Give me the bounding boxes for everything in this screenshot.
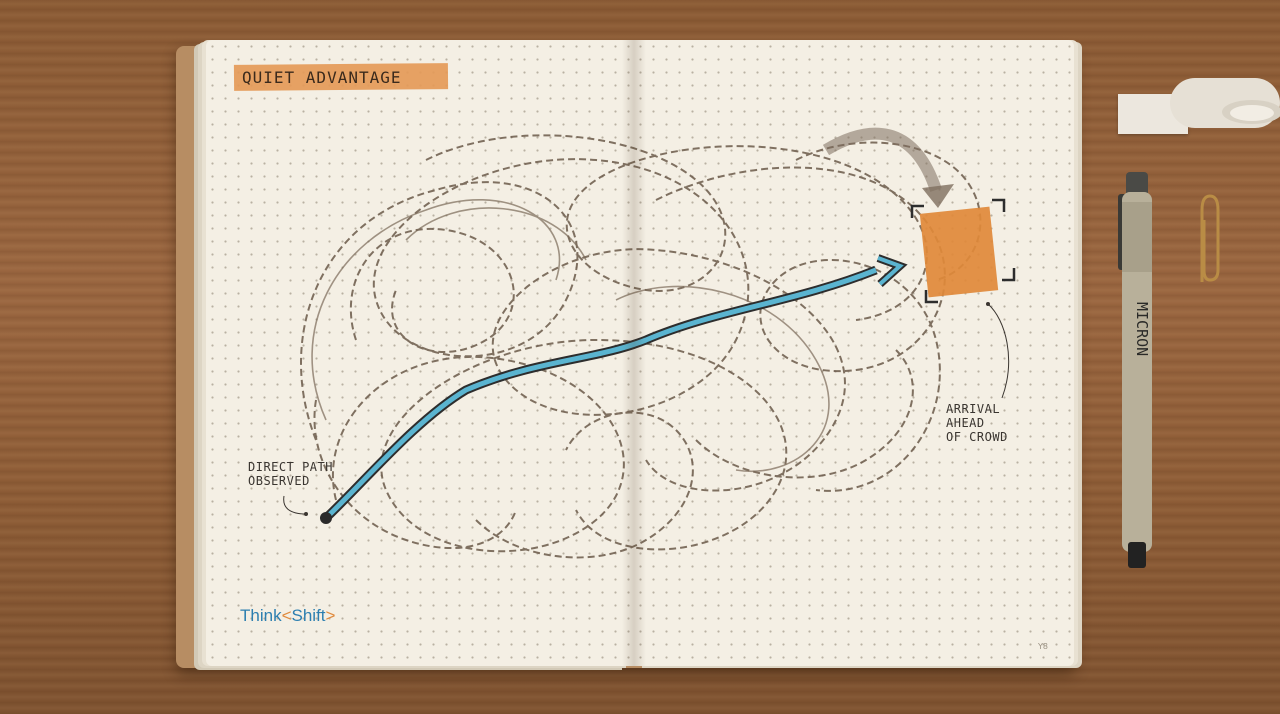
page-gutter [622, 40, 646, 666]
arrival-label: ARRIVAL AHEAD OF CROWD [946, 402, 1036, 444]
pen-icon: MICRON [1118, 172, 1152, 568]
brand-logo: Think<Shift> [240, 606, 335, 626]
arrival-label-line1: ARRIVAL [946, 402, 1001, 416]
arrival-label-line3: OF CROWD [946, 430, 1008, 444]
direct-path-arrow [324, 267, 877, 520]
start-point [320, 512, 332, 524]
brand-part1: Think [240, 606, 282, 625]
notebook: QUIET ADVANTAGE DIRECT PATH OBSERVED ARR… [176, 40, 1076, 670]
pen-brand-text: MICRON [1133, 302, 1151, 356]
paperclip-icon [1200, 194, 1220, 282]
page-title: QUIET ADVANTAGE [242, 68, 402, 87]
left-page [206, 40, 634, 666]
brand-part2: Shift [291, 606, 326, 625]
direct-path-label: DIRECT PATH OBSERVED [248, 460, 348, 488]
target-box [910, 198, 1016, 304]
brand-bracket-close: > [325, 606, 336, 625]
direct-path-label-line1: DIRECT PATH [248, 460, 333, 474]
arrival-label-line2: AHEAD [946, 416, 985, 430]
tape-roll-icon [1170, 78, 1280, 128]
brand-bracket-open: < [281, 606, 292, 625]
sketch-drawing [283, 127, 1016, 559]
direct-path-label-line2: OBSERVED [248, 474, 310, 488]
page-number: Y8 [1038, 642, 1048, 651]
